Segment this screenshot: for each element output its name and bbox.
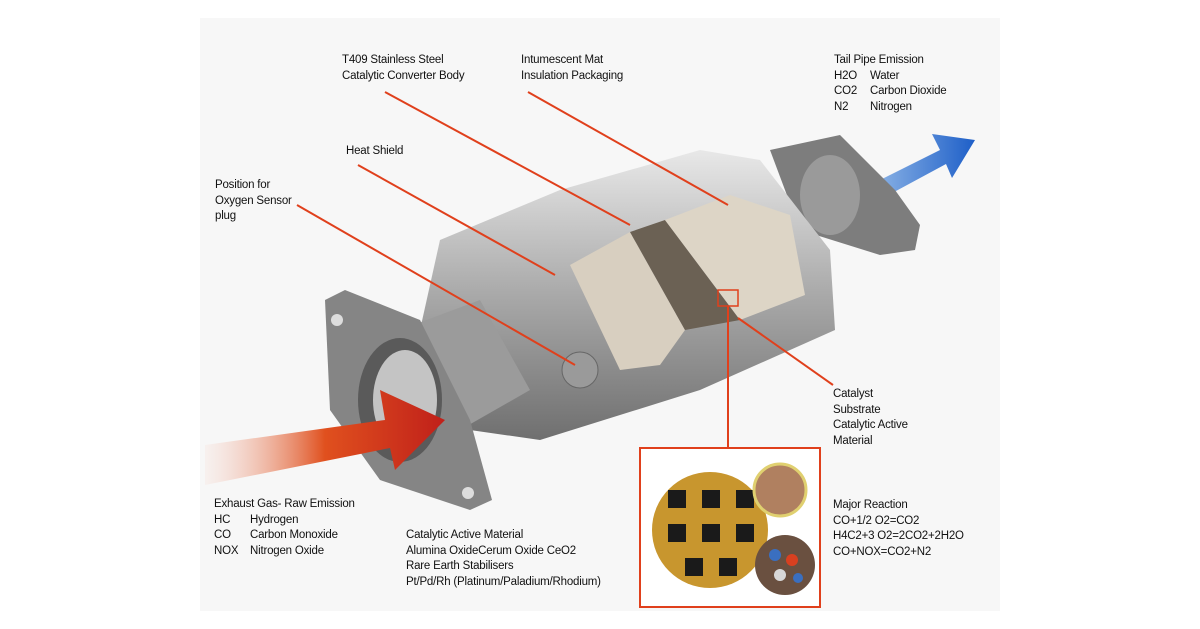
label-line: Major Reaction <box>833 499 908 511</box>
particles-closeup <box>755 535 815 595</box>
label-catalyst: Catalyst Substrate Catalytic Active Mate… <box>833 387 908 449</box>
label-body: T409 Stainless Steel Catalytic Converter… <box>342 53 465 84</box>
label-oxygen-sensor: Position for Oxygen Sensor plug <box>215 178 292 225</box>
leader-body <box>384 91 631 226</box>
label-line: Material <box>833 434 873 447</box>
leader-oxygen-sensor <box>296 204 576 366</box>
label-line: CO+1/2 O2=CO2 <box>833 514 920 527</box>
label-line: Substrate <box>833 403 881 416</box>
label-line: Rare Earth Stabilisers <box>406 560 514 572</box>
label-heat-shield: Heat Shield <box>346 145 404 157</box>
zoom-marker <box>717 289 739 307</box>
label-line: Position for <box>215 179 271 191</box>
substrate-mesh <box>630 220 740 330</box>
label-mat: Intumescent Mat Insulation Packaging <box>521 53 623 84</box>
label-line: Intumescent Mat <box>521 54 604 66</box>
tail-pipe-title: Tail Pipe Emission <box>834 54 924 66</box>
label-line: Oxygen Sensor <box>215 194 292 207</box>
label-reaction: Major Reaction CO+1/2 O2=CO2 H4C2+3 O2=2… <box>833 498 964 560</box>
label-line: H4C2+3 O2=2CO2+2H2O <box>833 530 964 542</box>
label-line: Alumina OxideCerum Oxide CeO2 <box>406 544 576 557</box>
label-line: plug <box>215 210 236 222</box>
leader-mat <box>527 91 729 206</box>
label-line: CO+NOX=CO2+N2 <box>833 545 932 558</box>
label-line: Catalytic Converter Body <box>342 69 465 82</box>
label-line: Catalyst <box>833 388 873 400</box>
label-line: Catalytic Active <box>833 419 908 431</box>
substrate-rear <box>665 195 805 320</box>
substrate-front <box>570 232 685 370</box>
label-line: Insulation Packaging <box>521 69 624 82</box>
inlet-pipe <box>400 300 530 430</box>
washcoat-closeup <box>752 462 808 518</box>
label-line: Catalytic Active Material <box>406 529 524 541</box>
label-line: T409 Stainless Steel <box>342 54 444 66</box>
label-active-material: Catalytic Active Material Alumina OxideC… <box>406 528 601 590</box>
leader-catalyst <box>737 317 834 386</box>
label-line: Pt/Pd/Rh (Platinum/Paladium/Rhodium) <box>406 575 601 588</box>
exhaust-title: Exhaust Gas- Raw Emission <box>214 498 355 510</box>
oxygen-sensor-boss <box>561 351 599 389</box>
leader-heat-shield <box>357 164 556 276</box>
inlet-arrow <box>205 390 445 485</box>
